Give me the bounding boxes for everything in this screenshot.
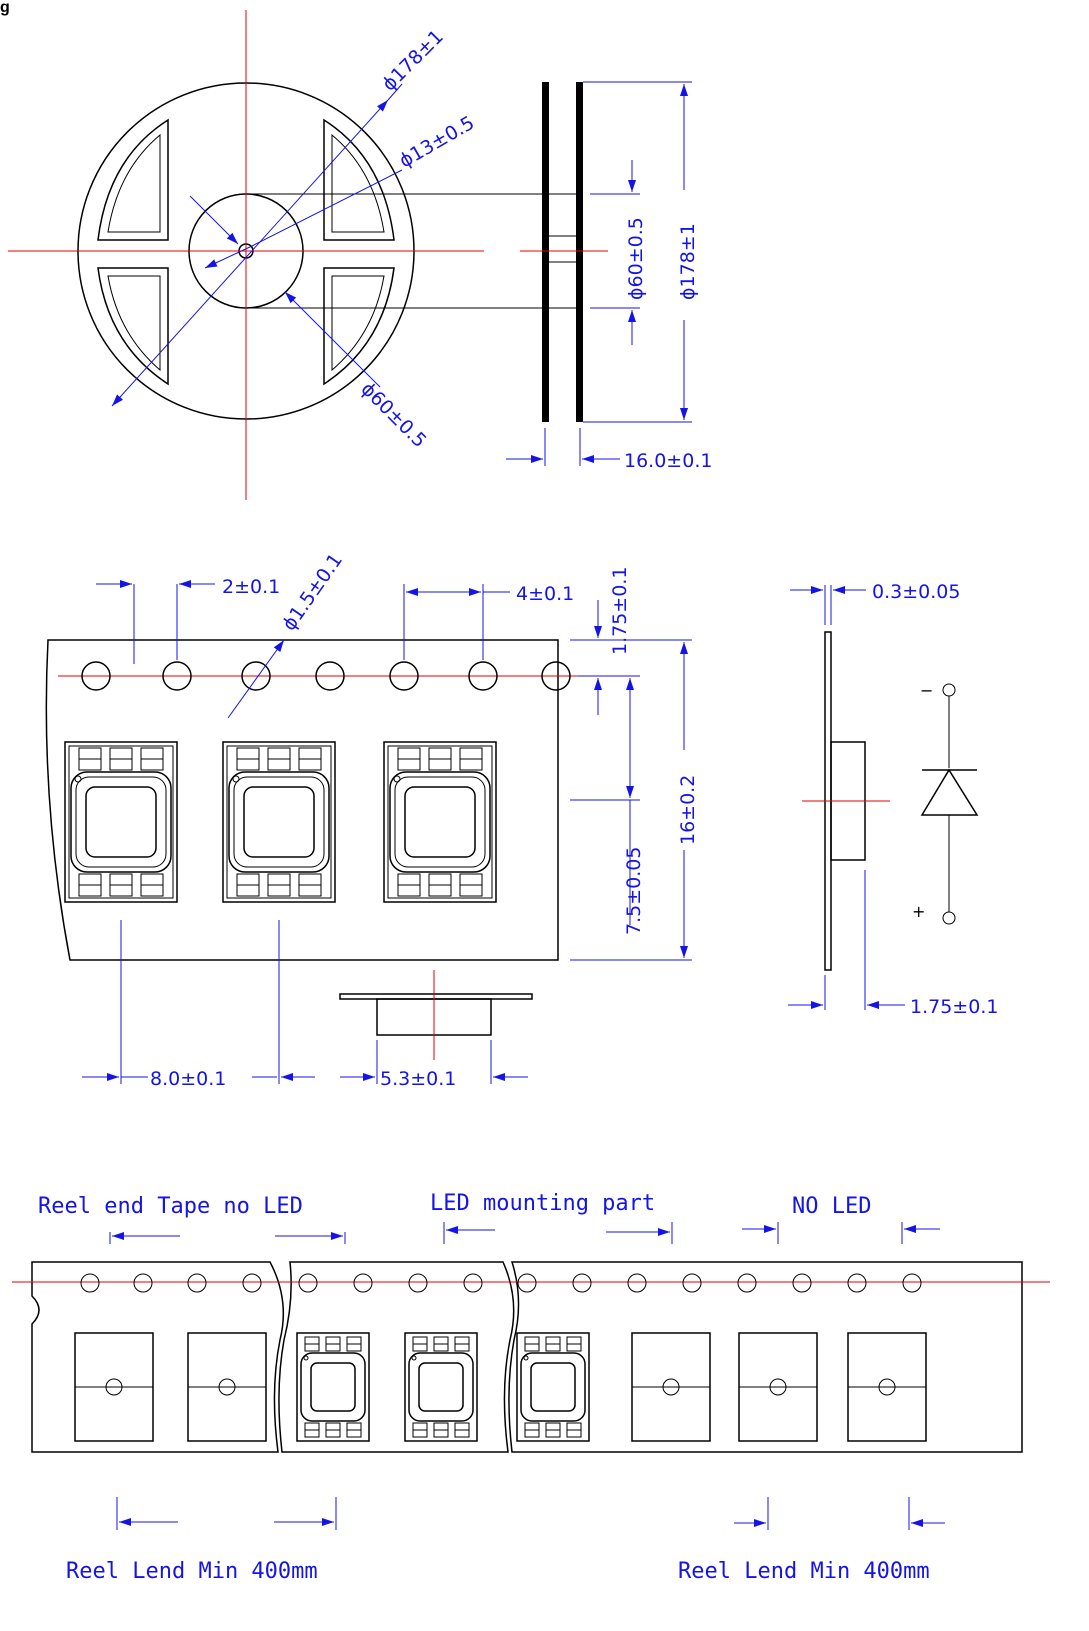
dim-tape-width: 16±0.2 (677, 775, 699, 845)
dim-sprocket-pitch: 2±0.1 (222, 576, 280, 598)
empty-pocket-5 (847, 1332, 927, 1442)
empty-pocket-1 (74, 1332, 154, 1442)
diode-symbol: − + (912, 681, 979, 925)
leader-strip: Reel end Tape no LED LED mounting part N… (12, 1191, 1050, 1584)
empty-pocket-2 (187, 1332, 267, 1442)
label-no-led: NO LED (792, 1194, 871, 1219)
dim-pocket-pitch-top: 4±0.1 (516, 583, 574, 605)
reel-front-view: ϕ178±1 ϕ13±0.5 ϕ60±0.5 (8, 10, 548, 500)
led-pocket-1 (64, 741, 178, 903)
minus-sign: − (920, 681, 933, 700)
label-mounting: LED mounting part (430, 1191, 655, 1216)
dim-reel-outer: ϕ178±1 (378, 26, 448, 96)
carrier-tape-top-view: 2±0.1 ϕ1.5±0.1 4±0.1 1.75±0.1 7.5±0.05 1… (45, 549, 699, 1090)
plus-sign: + (912, 902, 925, 921)
dim-edge-to-hole: 1.75±0.1 (609, 567, 631, 655)
dim-thickness: 0.3±0.05 (872, 581, 960, 603)
label-reel-end: Reel end Tape no LED (38, 1194, 303, 1219)
tape-side-section: 0.3±0.05 1.75±0.1 (788, 581, 998, 1018)
empty-pocket-4 (738, 1332, 818, 1442)
dim-side-flange: ϕ60±0.5 (625, 217, 647, 300)
led-pocket-3 (383, 741, 497, 903)
empty-pocket-3 (631, 1332, 711, 1442)
dim-flange: ϕ60±0.5 (356, 378, 430, 452)
led-small-3 (516, 1332, 590, 1442)
led-pocket-2 (222, 741, 336, 903)
dim-pocket-pitch: 8.0±0.1 (150, 1068, 226, 1090)
dim-hub: ϕ13±0.5 (396, 112, 479, 172)
led-small-2 (404, 1332, 478, 1442)
reel-side-view: ϕ60±0.5 ϕ178±1 16.0±0.1 (506, 81, 712, 472)
led-small-1 (296, 1332, 370, 1442)
dim-hole-to-center: 7.5±0.05 (623, 847, 645, 935)
label-lend-left: Reel Lend Min 400mm (66, 1559, 318, 1584)
dim-side-outer: ϕ178±1 (677, 223, 699, 300)
dim-reel-width: 16.0±0.1 (624, 450, 712, 472)
dim-side-offset: 1.75±0.1 (910, 996, 998, 1018)
title-fragment: g (0, 0, 10, 16)
dim-hole-diameter: ϕ1.5±0.1 (278, 549, 347, 634)
label-lend-right: Reel Lend Min 400mm (678, 1559, 930, 1584)
dim-pocket-width: 5.3±0.1 (380, 1068, 456, 1090)
